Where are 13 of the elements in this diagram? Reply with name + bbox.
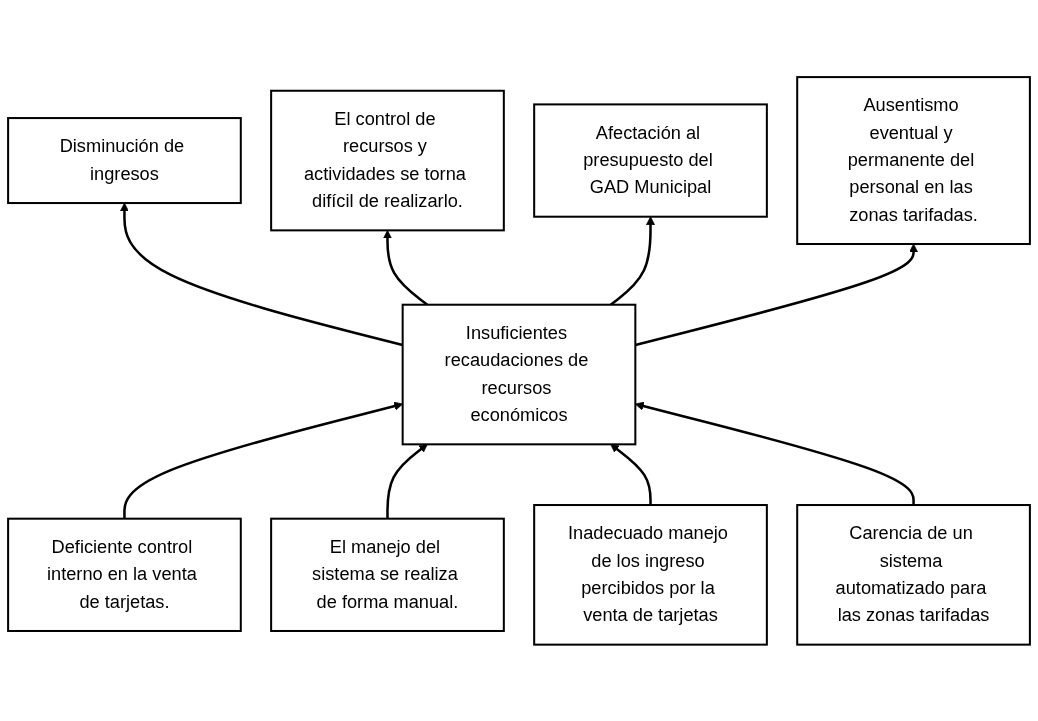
arrow bbox=[120, 202, 403, 346]
node-box: Deficiente control interno en la venta de tarjetas. bbox=[7, 517, 242, 632]
node-box: Insuficientes recaudaciones de recursos económicos bbox=[401, 303, 637, 445]
node-box: Afectación al presupuesto del GAD Municipal bbox=[533, 103, 768, 218]
node-box: Carencia de un sistema automatizado para las zonas tarifadas bbox=[796, 503, 1031, 646]
arrow bbox=[386, 443, 428, 519]
arrow bbox=[635, 243, 918, 346]
node-box: El manejo del sistema se realiza de forma manual. bbox=[270, 517, 505, 632]
node-box: Ausentismo eventual y permanente del personal en las zonas tarifadas. bbox=[796, 75, 1031, 245]
node-box: Disminución de ingresos bbox=[7, 116, 242, 204]
node-box: Inadecuado manejo de los ingreso percibidos por la venta de tarjetas bbox=[533, 503, 768, 646]
node-box: El control de recursos y actividades se torna difícil de realizarlo. bbox=[270, 89, 505, 231]
arrow bbox=[610, 443, 652, 505]
